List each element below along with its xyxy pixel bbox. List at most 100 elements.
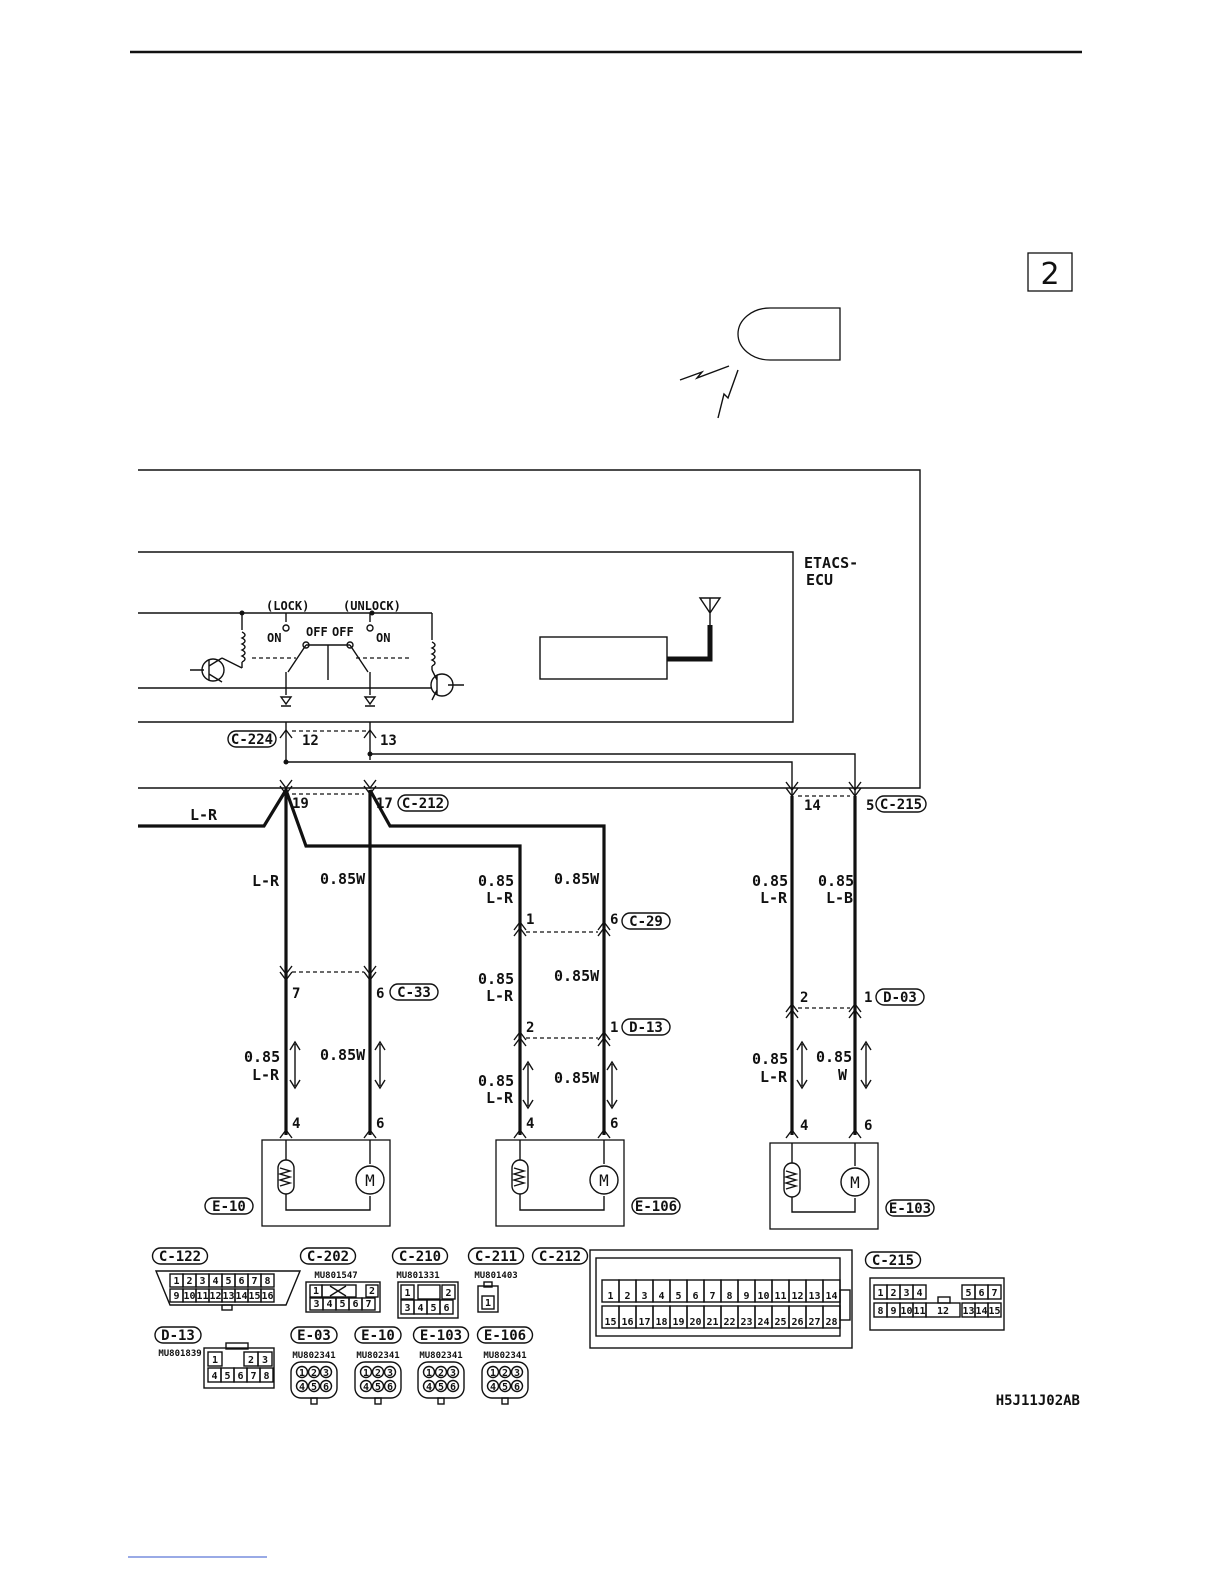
c33-pin-7: 7 bbox=[292, 986, 300, 1002]
e103-connector-tag: E-103 bbox=[885, 1199, 935, 1217]
lock-off-label: OFF bbox=[306, 625, 328, 639]
pin-cell: 4 bbox=[326, 1299, 332, 1310]
c215-pin-5: 5 bbox=[866, 798, 874, 814]
pin-cell: 11 bbox=[913, 1306, 925, 1317]
pin-cell: 5 bbox=[430, 1303, 436, 1314]
pin-cell: 5 bbox=[965, 1288, 971, 1299]
wire-label-lr-left: L-R bbox=[252, 872, 280, 890]
pin-cell: 3 bbox=[199, 1276, 205, 1287]
pin-cell: 4 bbox=[490, 1382, 496, 1393]
unlock-on-label: ON bbox=[376, 631, 390, 645]
pin-cell: 18 bbox=[655, 1317, 667, 1328]
pin-cell: 5 bbox=[438, 1382, 444, 1393]
ecu-label-line2: ECU bbox=[806, 571, 833, 589]
pin-cell: 1 bbox=[404, 1288, 410, 1299]
pin-cell: 7 bbox=[250, 1371, 256, 1382]
transmitter-icon bbox=[679, 307, 841, 419]
heater-icon bbox=[277, 1159, 295, 1195]
page-number-badge: 2 bbox=[1027, 252, 1073, 292]
legend-e10-tag: E-10 bbox=[354, 1326, 402, 1344]
lock-on-label: ON bbox=[267, 631, 281, 645]
pin-cell: 15 bbox=[248, 1291, 260, 1302]
pin-cell: 21 bbox=[706, 1317, 718, 1328]
actuator-e106: M bbox=[495, 1139, 625, 1227]
pin-cell: 3 bbox=[903, 1288, 909, 1299]
e10-pin-4: 4 bbox=[292, 1116, 300, 1132]
pin-cell: 17 bbox=[638, 1317, 650, 1328]
d03-pin-1: 1 bbox=[864, 990, 872, 1006]
pin-cell: 13 bbox=[222, 1291, 234, 1302]
svg-text:D-13: D-13 bbox=[629, 1020, 663, 1036]
wire-label-size-right-3: 0.85 bbox=[752, 1050, 788, 1068]
pin-cell: 1 bbox=[212, 1355, 218, 1366]
connector-name: E-103 bbox=[420, 1328, 462, 1344]
pin-cell: 4 bbox=[211, 1371, 217, 1382]
antenna-icon bbox=[698, 597, 722, 625]
svg-text:E-103: E-103 bbox=[889, 1201, 931, 1217]
wire-label-lr-mid-1: L-R bbox=[486, 889, 514, 907]
wire-label-w-left-2: 0.85W bbox=[320, 1046, 366, 1064]
pin-cell: 3 bbox=[387, 1368, 393, 1379]
c224-connector-tag: C-224 bbox=[227, 730, 277, 748]
c29-pin-1: 1 bbox=[526, 912, 534, 928]
pin-cell: 8 bbox=[264, 1276, 270, 1287]
connector-arrows bbox=[279, 728, 862, 1139]
legend-e103-tag: E-103 bbox=[412, 1326, 470, 1344]
pin-cell: 6 bbox=[978, 1288, 984, 1299]
lock-relay-circuit: (LOCK) (UNLOCK) ON ON OFF OFF bbox=[138, 599, 464, 707]
pin-cell: 5 bbox=[225, 1276, 231, 1287]
pin-cell: 1 bbox=[173, 1276, 179, 1287]
pin-cell: 24 bbox=[757, 1317, 769, 1328]
pin-cell: 5 bbox=[375, 1382, 381, 1393]
wire-label-size-right-4: 0.85 bbox=[816, 1048, 852, 1066]
svg-text:M: M bbox=[365, 1171, 375, 1190]
pin-cell: 3 bbox=[313, 1299, 319, 1310]
pin-cell: 5 bbox=[311, 1382, 317, 1393]
legend-c211-tag: C-211 bbox=[467, 1247, 525, 1265]
pin-cell: 6 bbox=[238, 1276, 244, 1287]
pin-cell: 14 bbox=[825, 1291, 837, 1302]
pin-cell: 5 bbox=[224, 1371, 230, 1382]
pin-cell: 6 bbox=[237, 1371, 243, 1382]
pin-cell: 28 bbox=[825, 1317, 837, 1328]
vehicle-boundary bbox=[138, 469, 921, 789]
legend-e03-tag: E-03 bbox=[290, 1326, 338, 1344]
d13-pin-2: 2 bbox=[526, 1020, 534, 1036]
pin-cell: 15 bbox=[604, 1317, 616, 1328]
svg-text:C-215: C-215 bbox=[880, 797, 922, 813]
pin-cell: 12 bbox=[791, 1291, 803, 1302]
svg-text:C-33: C-33 bbox=[397, 985, 431, 1001]
pin-cell: 2 bbox=[438, 1368, 444, 1379]
pin-cell: 1 bbox=[490, 1368, 496, 1379]
wire-label-size-right-2: 0.85 bbox=[818, 872, 854, 890]
heater-icon bbox=[783, 1162, 801, 1198]
e106-pin-6: 6 bbox=[610, 1116, 618, 1132]
pin-cell: 6 bbox=[387, 1382, 393, 1393]
pin-cell: 4 bbox=[426, 1382, 432, 1393]
pin-cell: 7 bbox=[251, 1276, 257, 1287]
pin-cell: 9 bbox=[743, 1291, 749, 1302]
pin-cell: 2 bbox=[311, 1368, 317, 1379]
pin-cell: 2 bbox=[502, 1368, 508, 1379]
wire-label-size-left: 0.85 bbox=[244, 1048, 280, 1066]
pin-cell: 4 bbox=[658, 1291, 664, 1302]
connector-name: E-106 bbox=[484, 1328, 526, 1344]
pin-cell: 26 bbox=[791, 1317, 803, 1328]
figure-code: H5J11J02AB bbox=[996, 1393, 1080, 1409]
legend-d13-tag: D-13 bbox=[154, 1326, 202, 1344]
pin-cell: 6 bbox=[514, 1382, 520, 1393]
wire-label-lr-right-1: L-R bbox=[760, 889, 788, 907]
pin-cell: 10 bbox=[900, 1306, 912, 1317]
pin-cell: 7 bbox=[365, 1299, 371, 1310]
pin-cell: 3 bbox=[262, 1355, 268, 1366]
pin-cell: 2 bbox=[624, 1291, 630, 1302]
pin-cell: 12 bbox=[937, 1306, 949, 1317]
motor-icon bbox=[589, 1165, 619, 1195]
wire-label-w-mid-3: 0.85W bbox=[554, 1069, 600, 1087]
